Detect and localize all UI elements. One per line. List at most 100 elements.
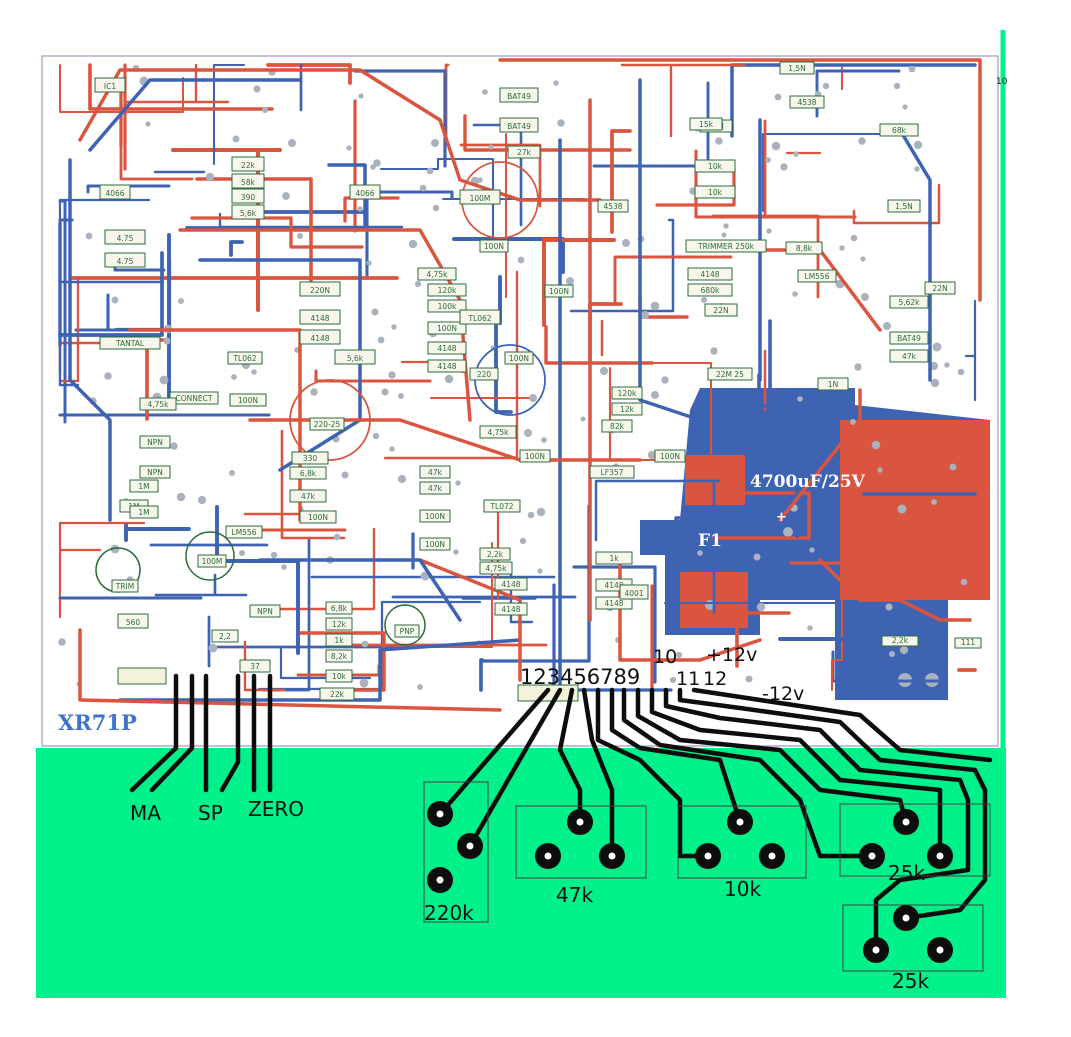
component: 100N [419,509,451,523]
trace [544,325,654,365]
component: TL072 [483,499,521,513]
component-label: 100N [509,354,529,363]
pad [753,553,761,561]
pad [850,234,858,242]
component: 120k [611,386,643,400]
pad [839,245,845,251]
pad [371,308,379,316]
pad [231,374,237,380]
component: 2,2k [881,635,919,647]
component-label: 100M [470,194,491,203]
pad [715,137,723,145]
component: 10k [694,185,736,199]
component-label: BAT49 [507,92,531,101]
pad [766,228,772,234]
pad [929,361,939,371]
component: TL062 [227,351,263,365]
component-label: 5,62k [898,298,920,307]
pad [893,82,901,90]
component: 330 [291,451,329,465]
trace [58,521,146,619]
trace [365,190,454,277]
pad [398,393,404,399]
capacitor-pad-red [840,420,990,600]
pad [357,206,363,212]
component: 100N [519,449,551,463]
pad [282,192,290,200]
pad [537,568,543,574]
component: 100N [427,321,467,335]
pad [697,550,703,556]
component-label: 220N [310,286,330,295]
pad [388,371,396,379]
pad [524,429,532,437]
pad [883,322,891,330]
component-label: LF357 [601,468,624,477]
connector-pin-12: 12 [703,668,727,690]
potentiometer-label: 10k [724,877,761,901]
component-label: 2,2 [219,632,231,641]
component-label: 100N [425,512,445,521]
pad [792,291,798,297]
output-zero-label: ZERO [248,797,304,821]
component-label: 4148 [437,362,456,371]
pad [721,232,727,238]
pad [529,394,537,402]
component-label: NPN [257,607,273,616]
component-label: 680k [701,286,720,295]
pad [527,511,535,519]
component-footprints: IC1406640664.754.751MTANTALCONNECT4,75kN… [94,61,982,701]
component: 10k [325,669,353,683]
component: 4,75k [479,561,513,575]
component: 4538 [789,95,825,109]
component-label: 100N [437,324,457,333]
component-label: 10k [332,672,347,681]
component-label: TANTAL [115,339,145,348]
pad [341,471,349,479]
trace [620,63,746,138]
pad [519,537,527,545]
component-label: BAT49 [507,122,531,131]
component-label: TRIM [115,582,134,591]
component-label: 100N [484,242,504,251]
coil-label: COIL [905,707,942,722]
component: 5,6k [231,204,265,220]
trace [479,658,484,692]
pad [710,347,718,355]
component: 1,5N [779,61,815,75]
trace [789,561,892,574]
pad [170,442,178,450]
component-label: TL062 [232,354,256,363]
hand-wiring [129,673,993,953]
component-label: 12k [332,620,347,629]
component-label: 4148 [501,580,520,589]
trace [297,631,386,692]
component: 4001 [619,584,649,600]
pad [661,376,669,384]
trace [674,410,807,610]
pad [358,93,364,99]
pad [675,651,683,659]
pad [104,372,112,380]
component: 82k [601,419,633,433]
component-label: 82k [610,422,625,431]
board-title: XR71P [58,710,137,735]
component-label: 4538 [797,98,816,107]
component: 27k [507,145,541,159]
component-label: 47k [301,492,316,501]
component-label: 4148 [501,605,520,614]
component: 100M [197,554,227,568]
pad [163,337,171,345]
pad [669,676,677,684]
component-label: TL072 [489,502,513,511]
component-label: TL062 [467,314,491,323]
component: BAT49 [499,87,539,103]
pad [197,495,207,505]
component-label: 100N [308,513,328,522]
pad [765,157,771,163]
component: 47k [889,349,929,363]
component: 22M 25 [707,367,753,381]
pad [281,564,287,570]
component: CONNECT [169,391,219,405]
component: 1k [595,551,633,565]
